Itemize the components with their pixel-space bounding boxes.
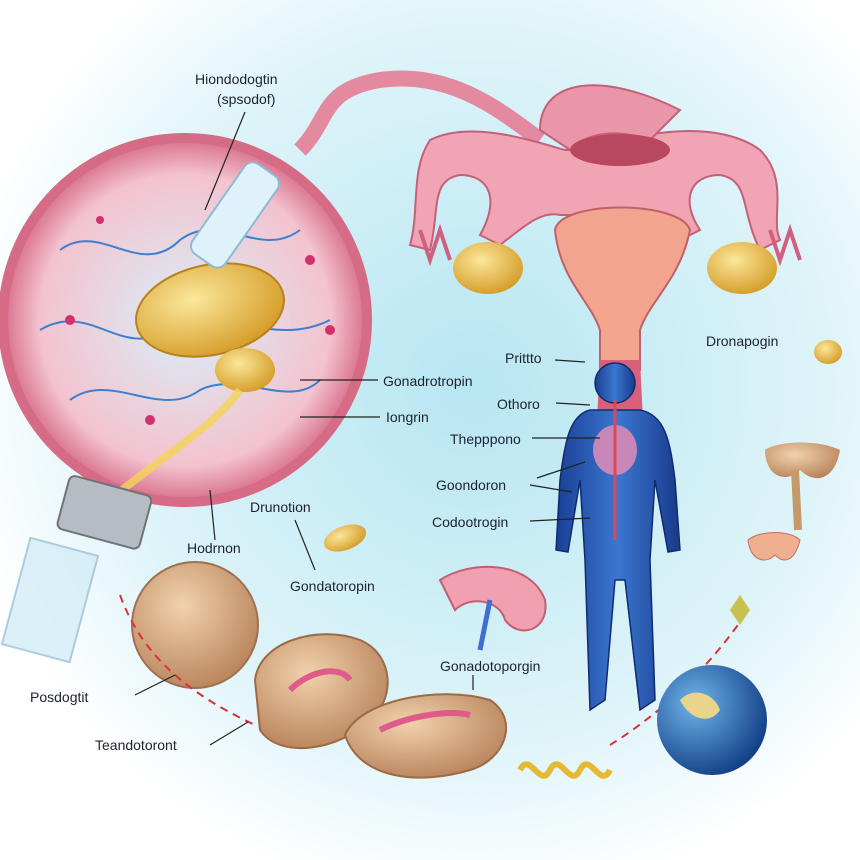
right-organ-cluster: [730, 340, 842, 625]
cell-magnification: [0, 133, 372, 507]
label-dronapogin: Dronapogin: [706, 333, 779, 349]
tissue-sections: [253, 565, 547, 779]
vial-icon: [0, 475, 153, 664]
human-figure: [555, 362, 681, 712]
leader-lines: [134, 111, 600, 746]
label-posdogtit: Posdogtit: [30, 689, 89, 705]
globe-icon: [657, 665, 767, 775]
capsule-icon: [323, 524, 367, 552]
label-drunotion: Drunotion: [250, 499, 311, 515]
label-gondatoropin: Gondatoropin: [290, 578, 375, 594]
follicle-sphere: [131, 561, 259, 689]
label-goondoron: Goondoron: [436, 477, 507, 493]
label-codootrogin: Codootrogin: [432, 514, 509, 530]
label-gonadotoporgin: Gonadotoporgin: [440, 658, 541, 674]
cycle-arrow: [609, 614, 746, 746]
label-longrin: Iongrin: [386, 409, 429, 425]
label-thepppono: Thepppono: [450, 431, 521, 447]
cycle-arrow: [119, 594, 256, 726]
label-top-title: Hiondodogtin: [195, 71, 278, 87]
label-prittto: Prittto: [505, 350, 542, 366]
hormone-strand: [517, 761, 613, 779]
label-top-subtitle: (spsodof): [217, 91, 276, 107]
connecting-tube: [294, 70, 545, 156]
label-othoro: Othoro: [497, 396, 540, 412]
label-hodrnon: Hodrnon: [187, 540, 241, 556]
label-teandotoront: Teandotoront: [95, 737, 177, 753]
label-gonadrotropin: Gonadrotropin: [383, 373, 473, 389]
